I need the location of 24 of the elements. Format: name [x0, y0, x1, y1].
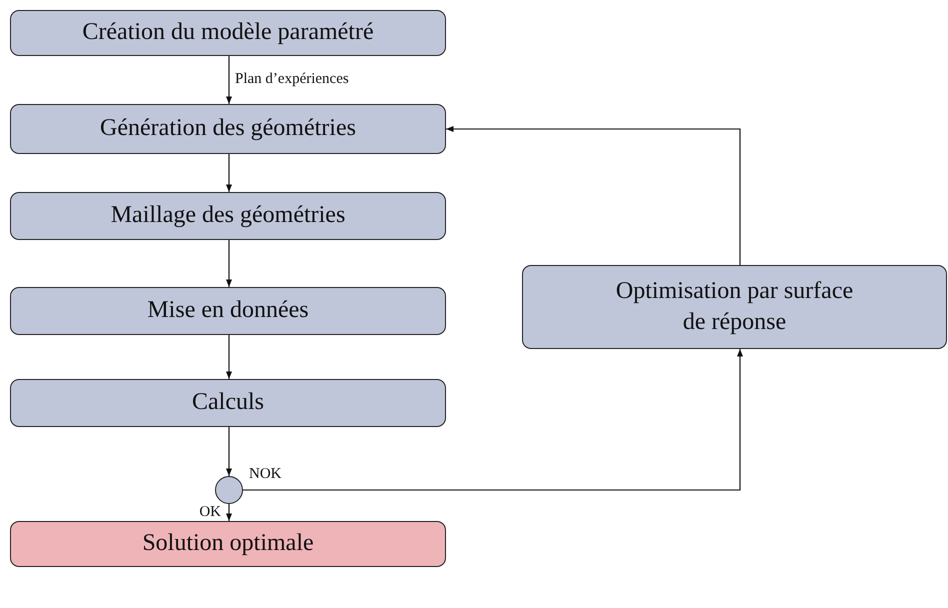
- node-text: Génération des géométries: [100, 114, 356, 144]
- arrow: [226, 56, 232, 104]
- arrow: [226, 504, 232, 521]
- arrow: [226, 335, 232, 379]
- arrow: [243, 349, 744, 491]
- process-box: [10, 104, 446, 154]
- node-text: Optimisation par surface de réponse: [614, 276, 854, 337]
- arrow: [226, 154, 232, 192]
- edge-label: Plan d’expériences: [233, 71, 351, 88]
- arrow: [226, 427, 232, 476]
- node-text: Création du modèle paramétré: [82, 18, 374, 48]
- process-box: [10, 192, 446, 240]
- process-box: [10, 379, 446, 427]
- decision-circle: [215, 476, 243, 504]
- node-text: Calculs: [192, 388, 264, 418]
- node-text: Maillage des géométries: [110, 201, 346, 230]
- node-text: Solution optimale: [142, 529, 314, 558]
- process-box: [10, 10, 446, 56]
- process-box: [10, 287, 446, 335]
- node-text: Mise en données: [147, 296, 309, 326]
- process-box: [522, 265, 947, 349]
- result-box: [10, 521, 446, 567]
- arrow: [446, 126, 741, 265]
- arrow: [226, 240, 232, 287]
